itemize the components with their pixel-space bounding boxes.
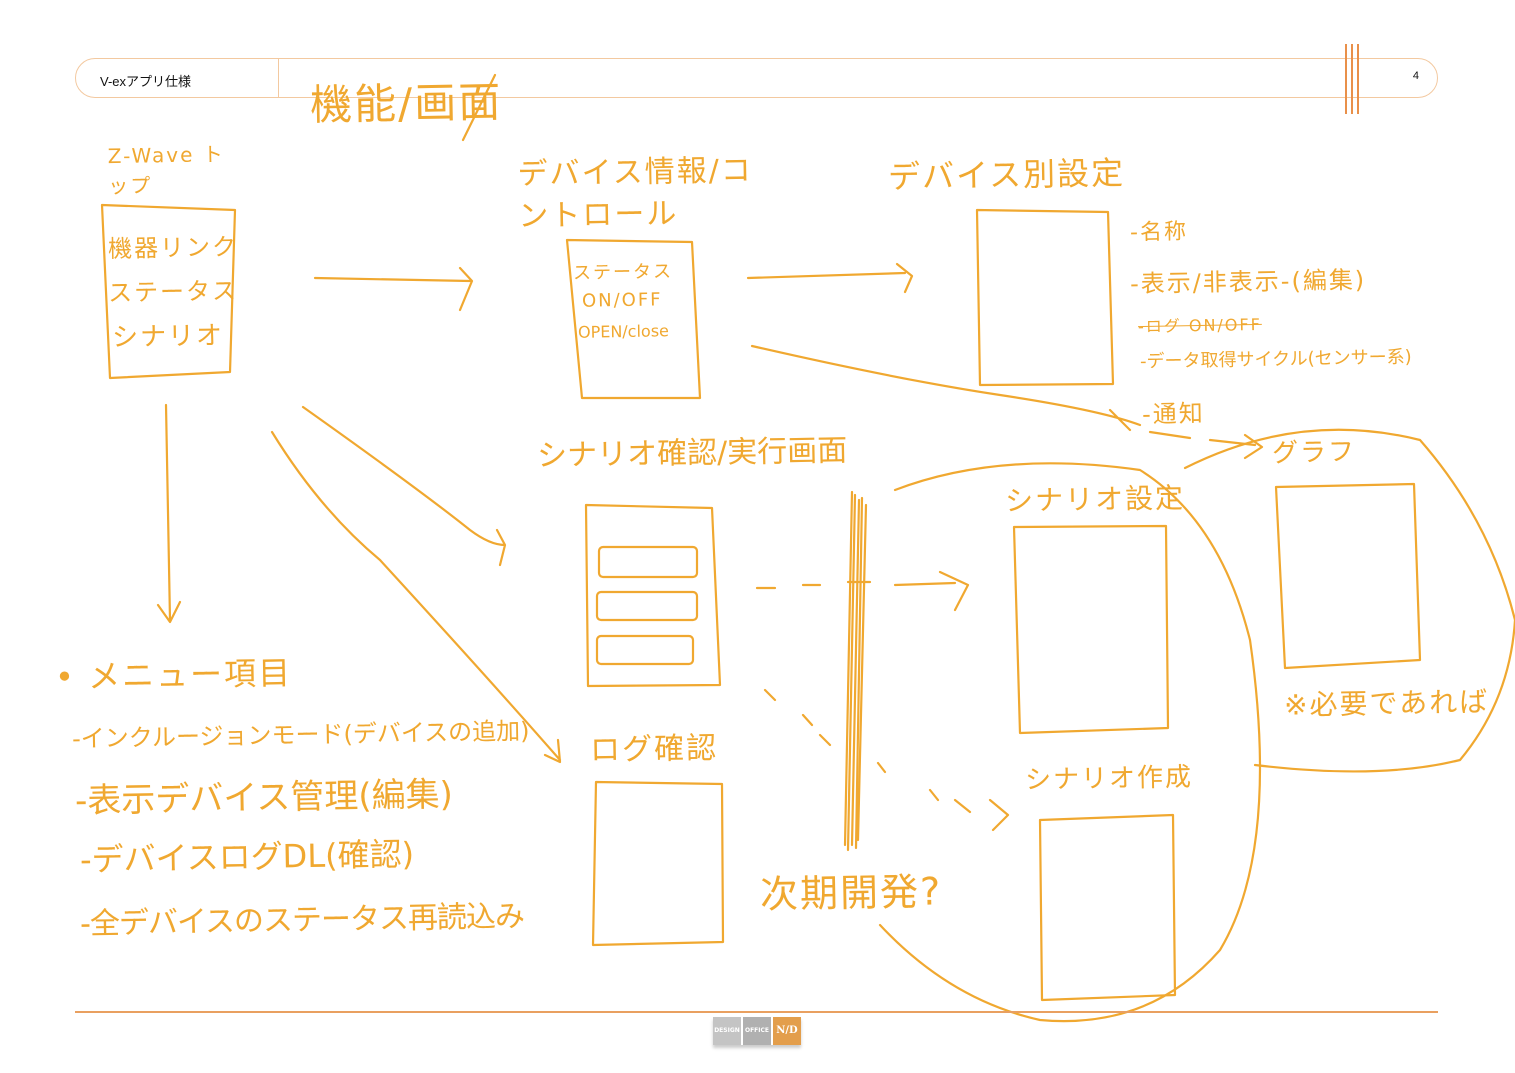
scenario-row (595, 634, 695, 666)
top-item-device-link: 機器リンク (107, 232, 239, 264)
arrow-scenario-to-settings (755, 570, 970, 612)
arrow-info-to-graph (750, 344, 1264, 460)
log-check-box (591, 780, 725, 947)
menu-item: -全デバイスのステータス再読込み (79, 899, 525, 942)
scenario-create-heading: シナリオ作成 (1024, 762, 1194, 796)
scenario-check-box (584, 503, 722, 688)
scenario-check-heading: シナリオ確認/実行画面 (536, 433, 848, 474)
design-office-logo: DESIGN OFFICE N/D (713, 1017, 801, 1045)
device-info-box (565, 238, 702, 400)
device-info-item: ステータス (572, 261, 674, 284)
top-item-status: ステータス (107, 276, 239, 308)
footer-divider (75, 1011, 1438, 1013)
device-settings-heading: デバイス別設定 (887, 153, 1126, 197)
log-check-heading: ログ確認 (589, 730, 719, 769)
device-settings-box (975, 208, 1115, 387)
document-title: V-exアプリ仕様 (100, 74, 192, 89)
device-info-heading: デバイス情報/コントロール (517, 153, 754, 235)
header-bar: V-exアプリ仕様 4 (75, 58, 1438, 98)
device-settings-item: -データ取得サイクル(センサー系) (1139, 346, 1412, 373)
arrow-scenario-to-create (763, 688, 1010, 832)
sketch-title: 機能/画面 (309, 77, 503, 130)
device-settings-item-struck: -ログ ON/OFF (1137, 314, 1263, 337)
arrow-top-to-scenario (301, 405, 507, 567)
top-item-scenario: シナリオ (111, 321, 225, 353)
graph-box (1274, 482, 1422, 670)
device-settings-item: -通知 (1141, 399, 1205, 429)
menu-heading: • メニュー項目 (54, 653, 293, 697)
arrow-top-to-menu (156, 403, 182, 624)
title-slash (461, 73, 497, 142)
device-info-item: ON/OFF (581, 289, 663, 312)
arrow-info-to-settings (746, 262, 914, 294)
scenario-row (595, 590, 699, 622)
logo-nd: N/D (773, 1017, 801, 1045)
next-phase-divider (843, 490, 868, 852)
arrow-top-to-log (270, 430, 562, 764)
top-screen-box (100, 203, 237, 380)
page-number: 4 (1412, 70, 1419, 82)
logo-office: OFFICE (743, 1017, 771, 1045)
header-decoration (1345, 44, 1363, 114)
menu-heading-text: メニュー項目 (87, 653, 293, 696)
menu-item: -表示デバイス管理(編集) (74, 774, 454, 822)
device-info-item: OPEN/close (577, 321, 670, 342)
graph-heading: グラフ (1271, 437, 1357, 469)
scenario-settings-box (1012, 524, 1170, 735)
next-phase-label: 次期開発? (759, 869, 943, 917)
graph-note: ※必要であれば (1283, 685, 1490, 722)
scenario-settings-heading: シナリオ設定 (1004, 481, 1186, 518)
next-phase-enclosure (878, 462, 1262, 1023)
arrow-top-to-info (313, 266, 474, 312)
top-screen-heading: Z-Wave トップ (107, 142, 225, 199)
logo-design: DESIGN (713, 1017, 741, 1045)
scenario-row (597, 545, 699, 579)
menu-item: -デバイスログDL(確認) (79, 835, 415, 879)
optional-enclosure (1183, 428, 1515, 773)
scenario-create-box (1038, 813, 1177, 1002)
device-settings-item: -表示/非表示-(編集) (1129, 265, 1367, 299)
device-settings-item: -名称 (1129, 219, 1189, 246)
header-divider (278, 59, 279, 97)
